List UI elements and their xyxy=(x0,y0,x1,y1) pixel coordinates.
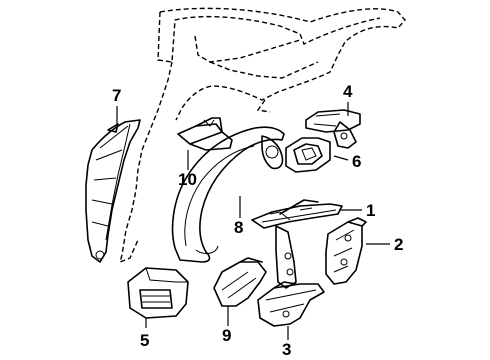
part-2-side-bracket xyxy=(325,217,367,285)
quarter-panel-outline xyxy=(118,7,406,264)
callout-2: 2 xyxy=(394,235,403,254)
leader-6 xyxy=(333,155,349,161)
part-7-pillar-trim xyxy=(85,119,141,263)
callout-6: 6 xyxy=(352,152,361,171)
callout-5: 5 xyxy=(140,331,149,350)
callout-9: 9 xyxy=(222,326,231,345)
callout-8: 8 xyxy=(234,218,243,237)
callout-7: 7 xyxy=(112,86,121,105)
part-9-bracket xyxy=(213,257,267,307)
callout-10: 10 xyxy=(178,170,197,189)
part-3-rail xyxy=(257,281,325,327)
callout-4: 4 xyxy=(343,82,353,101)
callout-3: 3 xyxy=(282,340,291,359)
part-6-housing xyxy=(285,137,331,173)
part-4-bracket xyxy=(305,109,361,149)
callout-labels: 7 10 8 4 6 1 2 5 9 3 xyxy=(112,82,403,359)
callout-1: 1 xyxy=(366,201,375,220)
part-1-rail xyxy=(251,199,343,289)
part-10-bracket xyxy=(177,117,233,151)
part-8-wheelhouse xyxy=(171,126,285,263)
part-5-box xyxy=(127,267,189,319)
leader-lines xyxy=(116,102,390,340)
